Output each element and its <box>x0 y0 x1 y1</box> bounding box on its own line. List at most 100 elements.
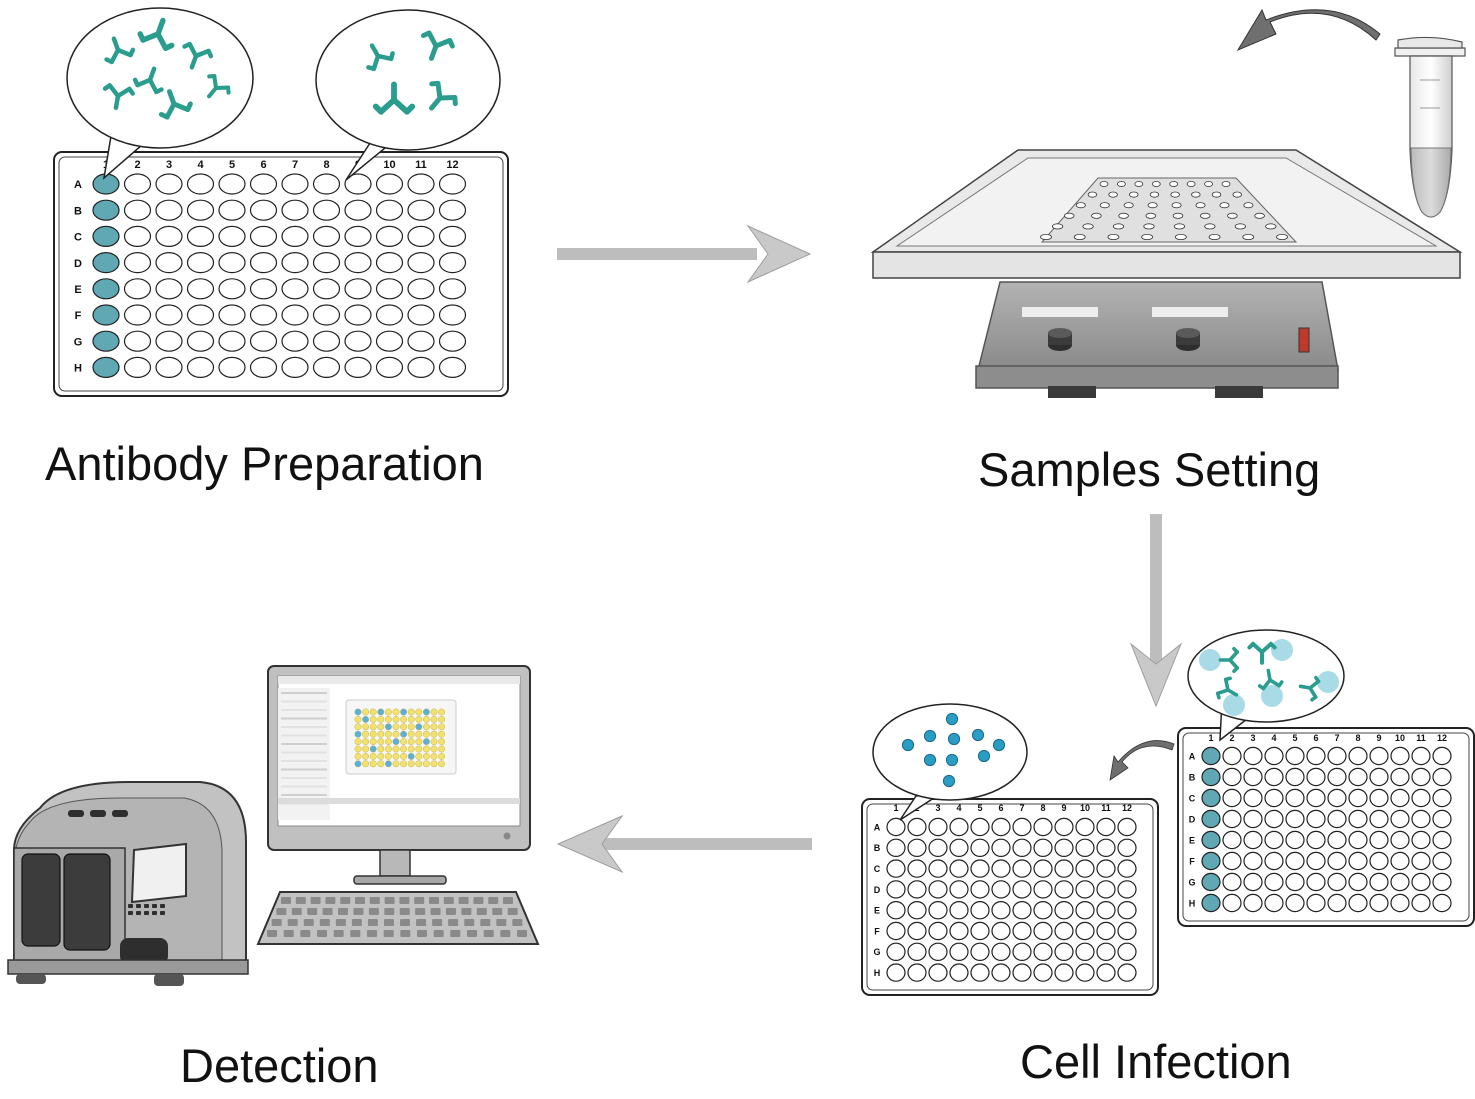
plate-well <box>1285 893 1305 913</box>
plate-well <box>312 173 341 195</box>
plate-well <box>1264 872 1284 892</box>
plate-well <box>123 356 152 378</box>
plate-well <box>1369 788 1389 808</box>
plate-well <box>1096 963 1116 982</box>
plate-well <box>123 225 152 247</box>
plate-well <box>375 304 404 326</box>
plate-well <box>1348 851 1368 871</box>
plate-well <box>970 880 990 899</box>
plate-row-label: D <box>874 885 881 895</box>
plate-well <box>1201 788 1221 808</box>
curved-arrow-icon <box>1109 740 1175 781</box>
plate-well <box>155 356 183 378</box>
plate-well <box>186 356 215 378</box>
plate-column-label: 6 <box>998 803 1003 813</box>
plate-well <box>281 199 309 221</box>
label-detection: Detection <box>180 1039 379 1092</box>
plate-well <box>1054 963 1074 982</box>
virus-particle <box>971 728 985 742</box>
arrow-right-icon <box>557 224 812 284</box>
plate-well <box>928 838 948 858</box>
plate-column-label: 10 <box>1080 803 1090 813</box>
antibody-icon <box>420 30 455 61</box>
plate-well <box>155 199 183 221</box>
plate-well <box>1117 942 1137 962</box>
plate-column-label: 2 <box>1229 733 1234 743</box>
plate-well <box>1054 921 1074 941</box>
plate-row-label: D <box>74 258 82 270</box>
plate-well <box>970 901 990 920</box>
plate-well <box>1033 880 1053 899</box>
plate-well <box>249 199 278 221</box>
plate-well <box>344 278 372 300</box>
plate-row-label: F <box>75 310 82 322</box>
plate-column-label: 6 <box>1313 733 1318 743</box>
plate-well <box>1411 830 1431 850</box>
plate-well <box>886 817 906 837</box>
plate-well <box>1054 859 1074 878</box>
plate-row-label: B <box>74 205 82 217</box>
plate-well <box>281 225 309 247</box>
plate-well <box>1369 767 1389 787</box>
plate-row-label: E <box>74 284 81 296</box>
plate-well <box>1264 893 1284 913</box>
plate-well <box>1012 901 1032 920</box>
plate-well <box>1243 788 1263 808</box>
virus-particle <box>947 732 961 746</box>
plate-well <box>438 199 467 221</box>
plate-row-label: C <box>874 864 881 874</box>
plate-well <box>1075 942 1095 962</box>
plate-row-label: G <box>1188 877 1195 887</box>
plate-well <box>1075 859 1095 878</box>
tube-icon <box>1394 36 1466 218</box>
plate-well <box>375 356 404 378</box>
plate-well <box>1033 817 1053 837</box>
plate-well <box>1390 851 1410 871</box>
cell-particle <box>1199 649 1221 671</box>
plate-well <box>249 225 278 247</box>
antibody-icon <box>132 66 164 95</box>
plate-well <box>1243 767 1263 787</box>
plate-well <box>1411 893 1431 913</box>
plate-well <box>970 921 990 941</box>
plate-well <box>1243 809 1263 829</box>
plate-well <box>1201 851 1221 871</box>
plate-well <box>123 252 152 274</box>
plate-column-label: 10 <box>383 159 395 171</box>
plate-well <box>928 921 948 941</box>
plate-well <box>907 942 927 962</box>
plate-column-label: 3 <box>166 159 172 171</box>
plate-well <box>949 901 969 920</box>
plate-row-label: C <box>1189 793 1196 803</box>
plate-well <box>92 304 120 326</box>
plate-well <box>155 173 183 195</box>
cell-particle <box>1271 639 1293 661</box>
plate-well <box>1243 872 1263 892</box>
plate-well <box>1075 901 1095 920</box>
arrow-down-icon <box>1129 514 1183 708</box>
plate-well <box>991 817 1011 837</box>
plate-well <box>1285 809 1305 829</box>
plate-row-label: G <box>873 947 880 957</box>
plate-well <box>928 859 948 878</box>
plate-well <box>1012 963 1032 982</box>
plate-well <box>92 356 120 378</box>
plate-well <box>928 817 948 837</box>
plate-well <box>1285 767 1305 787</box>
plate-well <box>1390 872 1410 892</box>
plate-column-label: 5 <box>229 159 235 171</box>
plate-well <box>1348 872 1368 892</box>
plate-well <box>438 225 467 247</box>
cell-particle <box>1261 685 1283 707</box>
plate-well <box>1327 893 1347 913</box>
plate-well <box>1432 809 1452 829</box>
plate-well <box>1390 809 1410 829</box>
plate-well <box>991 859 1011 878</box>
plate-well <box>1096 817 1116 837</box>
label-cell-infection: Cell Infection <box>1020 1035 1292 1088</box>
plate-well <box>1285 788 1305 808</box>
plate-well <box>1285 830 1305 850</box>
antibody-icon <box>372 81 416 115</box>
plate-well <box>1285 746 1305 766</box>
